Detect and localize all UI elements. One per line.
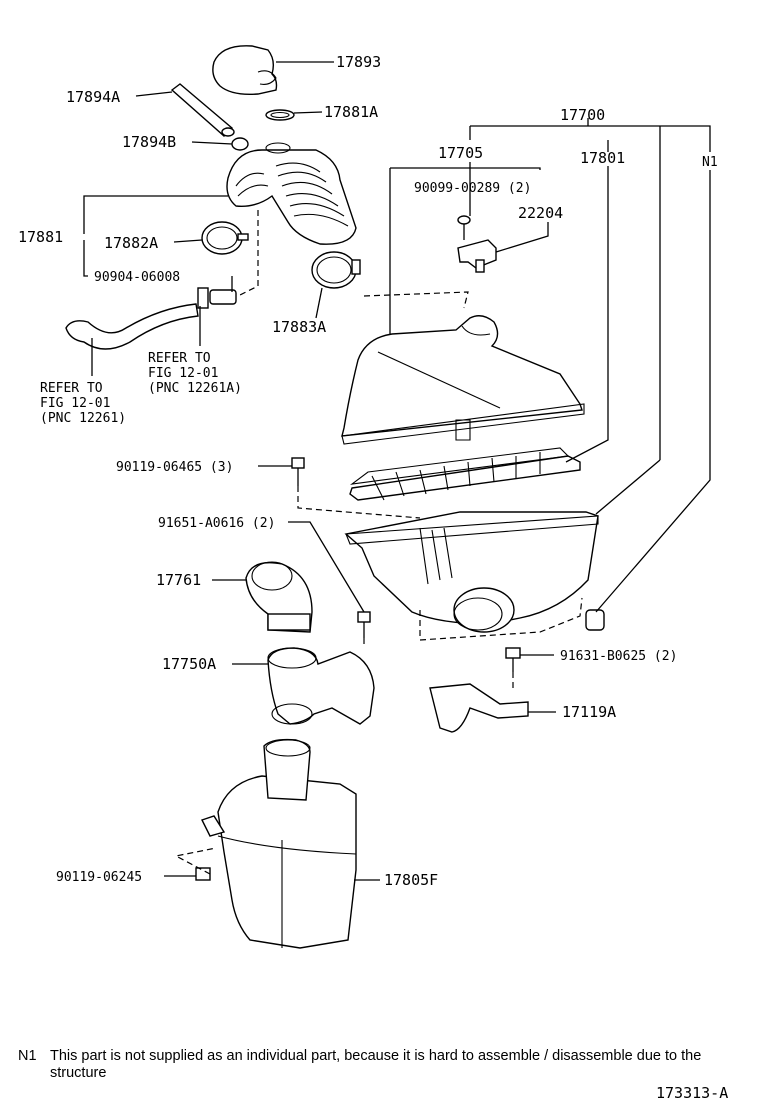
label-17805f: 17805F [384,871,438,889]
resonator-cover-part [212,45,278,96]
part-labels: 17893 17894A 17881A 17894B 17700 17705 1… [18,53,718,889]
pcv-hose-part [65,303,199,350]
label-n1-ref: N1 [702,155,718,170]
label-refer2-line1: REFER TO [40,381,103,396]
bolt-resonator-part [195,867,211,881]
support-bracket-part [429,683,529,733]
intake-hose-part [226,142,357,245]
clip-part [265,109,295,121]
label-91631-b0625: 91631-B0625 (2) [560,649,677,664]
label-17705: 17705 [438,144,483,162]
label-90119-06245: 90119-06245 [56,870,142,885]
label-17882a: 17882A [104,234,158,252]
leader-lines [83,61,711,881]
footnote: N1 This part is not supplied as an indivi… [18,1048,738,1082]
pcv-connector-part [197,287,237,309]
label-17894b: 17894B [122,133,176,151]
air-cleaner-cap-part [341,315,585,445]
label-17700: 17700 [560,106,605,124]
label-refer1-line1: REFER TO [148,351,211,366]
label-17881a: 17881A [324,103,378,121]
screw-part [457,215,471,240]
label-17893: 17893 [336,53,381,71]
label-17801: 17801 [580,149,625,167]
label-17883a: 17883A [272,318,326,336]
assembly-lines [174,210,583,875]
air-cleaner-case-part [344,511,599,633]
footnote-text: This part is not supplied as an individu… [50,1048,702,1081]
resonator-part [201,738,357,949]
grommet-part [585,609,605,631]
hose-clamp-right-part [311,251,361,289]
air-inlet-part [267,647,375,725]
label-refer1-line3: (PNC 12261A) [148,381,242,396]
label-22204: 22204 [518,204,563,222]
label-17750a: 17750A [162,655,216,673]
label-90119-06465: 90119-06465 (3) [116,460,233,475]
label-90099-00289: 90099-00289 (2) [414,181,531,196]
label-91651-a0616: 91651-A0616 (2) [158,516,275,531]
label-refer2-line2: FIG 12-01 [40,396,110,411]
hose-part [170,83,235,137]
air-filter-element-part [349,447,581,501]
label-17119a: 17119A [562,703,616,721]
label-17894a: 17894A [66,88,120,106]
figure-number: 173313-A [656,1084,729,1102]
label-90904-06008: 90904-06008 [94,270,180,285]
bolt-support-part [505,647,521,672]
clamp-part [231,137,249,151]
label-refer2-line3: (PNC 12261) [40,411,126,426]
bolt-cap-part [291,457,305,486]
bolt-bracket-part [357,611,371,638]
label-17761: 17761 [156,571,201,589]
airflow-meter-part [457,239,497,273]
label-refer1-line2: FIG 12-01 [148,366,218,381]
footnote-mark: N1 [18,1048,37,1064]
hose-clamp-left-part [201,221,249,255]
elbow-duct-part [245,561,313,633]
label-17881: 17881 [18,228,63,246]
